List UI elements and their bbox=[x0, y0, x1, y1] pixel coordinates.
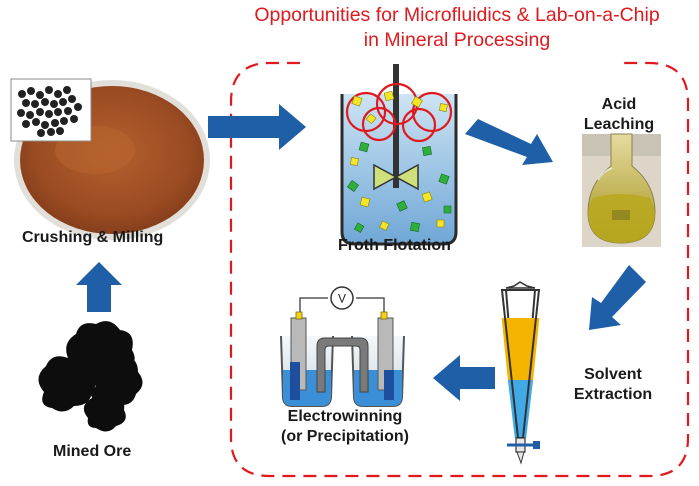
label-electrowinning: Electrowinning bbox=[287, 408, 403, 425]
arrow-extraction-to-electro bbox=[433, 355, 495, 401]
voltmeter-symbol: V bbox=[338, 292, 346, 306]
mined-ore-rocks-icon bbox=[38, 321, 143, 432]
label-acid: Acid bbox=[601, 96, 637, 113]
separatory-funnel-icon bbox=[500, 281, 541, 465]
flotation-tank-icon bbox=[340, 64, 458, 246]
label-solvent: Solvent bbox=[584, 366, 642, 383]
label-crushing-milling: Crushing & Milling bbox=[22, 229, 164, 246]
flow-arrows bbox=[76, 104, 646, 401]
label-precipitation: (or Precipitation) bbox=[280, 428, 409, 445]
arrow-flotation-to-leaching bbox=[465, 119, 553, 165]
leaching-flask-icon bbox=[582, 133, 661, 247]
arrow-crushing-to-flotation bbox=[208, 104, 306, 150]
label-froth-flotation: Froth Flotation bbox=[338, 237, 451, 254]
ore-pellets-icon bbox=[10, 78, 92, 142]
electrowinning-cell-icon bbox=[280, 286, 405, 407]
label-leaching: Leaching bbox=[583, 116, 655, 133]
label-extraction: Extraction bbox=[573, 386, 653, 403]
label-mined-ore: Mined Ore bbox=[53, 443, 132, 460]
arrow-leaching-to-extraction bbox=[589, 265, 646, 330]
diagram-title-line2: in Mineral Processing bbox=[363, 29, 551, 51]
microfluidics-boundary bbox=[229, 61, 690, 478]
arrow-ore-to-crushing bbox=[76, 262, 122, 312]
diagram-title-line1: Opportunities for Microfluidics & Lab-on… bbox=[254, 4, 660, 26]
